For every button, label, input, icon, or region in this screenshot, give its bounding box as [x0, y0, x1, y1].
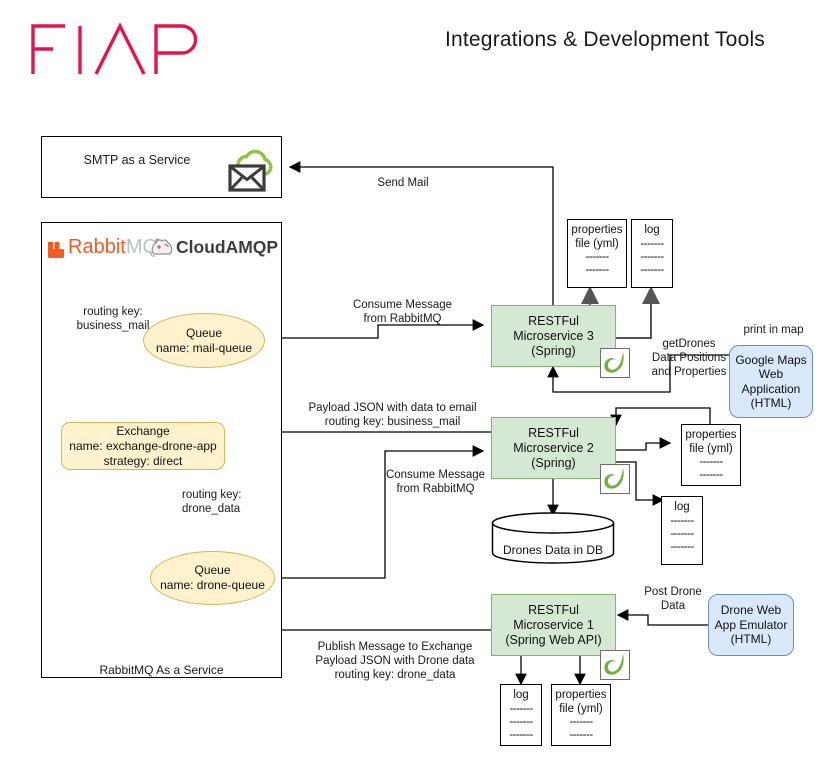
doc-dash: ------- — [509, 728, 533, 741]
ms1-line1: RESTFul — [528, 602, 579, 617]
doc-ms1-log-line1: log — [513, 689, 529, 701]
edge-label-get-drones: getDrones Data Positions and Properties — [651, 338, 727, 378]
rabbitmq-wordmark-primary: Rabbit — [68, 236, 126, 258]
ms1-line3: (Spring Web API) — [505, 632, 602, 647]
exchange-line2: name: exchange-drone-app — [69, 438, 217, 453]
doc-ms2-properties-line2: file (yml) — [689, 442, 733, 455]
drone-emulator-line3: (HTML) — [730, 632, 772, 647]
doc-ms1-properties-line2: file (yml) — [559, 702, 603, 715]
doc-ms1-properties: properties file (yml) ------- ------- — [551, 684, 611, 746]
ms2-line1: RESTFul — [528, 425, 579, 440]
doc-dash: ------- — [509, 702, 533, 715]
exchange-line3: strategy: direct — [103, 453, 183, 468]
ms3-line2: Microservice 3 — [513, 328, 594, 343]
cloudamqp-rabbit-icon — [150, 236, 176, 260]
doc-ms1-properties-line1: properties — [555, 689, 607, 701]
node-restful-microservice-2: RESTFul Microservice 2 (Spring) — [491, 417, 616, 479]
edge-label-post-drone-data: Post Drone Data — [644, 586, 702, 612]
ms3-line1: RESTFul — [528, 313, 579, 328]
doc-ms2-properties-line1: properties — [685, 429, 737, 441]
doc-ms1-log: log ------- ------- ------- — [500, 684, 542, 746]
edge-label-consume-ms2: Consume Message from RabbitMQ — [385, 469, 486, 495]
doc-dash: ------- — [640, 237, 664, 250]
doc-dash: ------- — [670, 540, 694, 553]
spring-leaf-icon — [600, 348, 630, 378]
google-maps-line4: (HTML) — [750, 396, 792, 410]
fiap-logo — [30, 22, 205, 77]
doc-dash: ------- — [699, 456, 723, 468]
exchange-line1: Exchange — [116, 423, 170, 438]
google-maps-line2: Web — [758, 367, 784, 381]
mail-queue-line2: name: mail-queue — [155, 340, 253, 355]
drone-emulator-line1: Drone Web — [720, 603, 782, 618]
smtp-service-box: SMTP as a Service — [41, 136, 282, 198]
edge-label-payload-email: Payload JSON with data to email routing … — [308, 402, 477, 428]
ms3-line3: (Spring) — [531, 343, 576, 358]
database-cylinder-icon — [491, 512, 615, 564]
google-maps-line3: Application — [741, 381, 801, 396]
doc-dash: ------- — [670, 514, 694, 527]
node-drones-database: Drones Data in DB — [491, 512, 615, 564]
node-drone-queue: Queue name: drone-queue — [150, 551, 275, 605]
doc-ms3-properties-line1: properties — [571, 224, 623, 236]
node-mail-queue: Queue name: mail-queue — [143, 313, 265, 368]
doc-dash: ------- — [569, 716, 593, 728]
node-google-maps-web-application: Google Maps Web Application (HTML) — [729, 345, 813, 418]
edge-label-send-mail: Send Mail — [377, 177, 429, 189]
ms2-line2: Microservice 2 — [513, 440, 594, 455]
doc-ms3-properties: properties file (yml) ------- ------- — [567, 219, 627, 288]
rabbitmq-wordmark-secondary: MQ — [125, 236, 159, 258]
fiap-logo-svg — [31, 22, 198, 75]
doc-dash: ------- — [640, 263, 664, 276]
edge-label-routing-key-drone-data: routing key: drone_data — [182, 489, 242, 515]
spring-leaf-icon — [600, 650, 630, 680]
doc-ms3-log: log ------- ------- ------- — [631, 219, 673, 288]
doc-ms3-properties-line2: file (yml) — [575, 237, 619, 250]
ms2-line3: (Spring) — [531, 455, 576, 470]
doc-dash: ------- — [585, 264, 609, 276]
doc-ms2-properties: properties file (yml) ------- ------- — [681, 424, 741, 486]
node-exchange: Exchange name: exchange-drone-app strate… — [61, 422, 225, 470]
doc-dash: ------- — [670, 527, 694, 540]
smtp-label: SMTP as a Service — [83, 153, 191, 167]
doc-dash: ------- — [699, 469, 723, 481]
node-restful-microservice-1: RESTFul Microservice 1 (Spring Web API) — [491, 594, 616, 656]
drone-queue-line1: Queue — [194, 563, 231, 577]
edge-label-consume-ms3: Consume Message from RabbitMQ — [352, 299, 453, 325]
doc-ms2-log: log ------- ------- ------- — [661, 496, 703, 565]
spring-leaf-icon — [600, 464, 630, 494]
mail-queue-line1: Queue — [185, 325, 223, 340]
edge-label-routing-key-business-mail: routing key: business_mail — [76, 306, 150, 332]
rabbitmq-container-label: RabbitMQ As a Service — [99, 663, 224, 677]
node-drone-web-app-emulator: Drone Web App Emulator (HTML) — [708, 594, 794, 656]
doc-dash: ------- — [640, 250, 664, 263]
edge-label-print-in-map: print in map — [743, 324, 804, 336]
cloudamqp-wordmark: CloudAMQP — [176, 237, 279, 257]
cloud-envelope-icon — [224, 143, 276, 195]
doc-ms3-log-line1: log — [644, 224, 660, 236]
edge-label-publish-message: Publish Message to Exchange Payload JSON… — [315, 641, 475, 681]
page-title: Integrations & Development Tools — [444, 28, 766, 51]
drone-emulator-line2: App Emulator — [714, 617, 788, 632]
doc-dash: ------- — [585, 251, 609, 263]
rabbitmq-logo — [48, 238, 158, 262]
doc-ms2-log-line1: log — [674, 501, 690, 513]
doc-dash: ------- — [509, 715, 533, 728]
rabbitmq-wordmark: RabbitMQ — [68, 236, 158, 259]
ms1-line2: Microservice 1 — [513, 617, 594, 632]
node-restful-microservice-3: RESTFul Microservice 3 (Spring) — [491, 305, 616, 367]
drone-queue-line2: name: drone-queue — [160, 578, 265, 592]
doc-dash: ------- — [569, 729, 593, 741]
database-label: Drones Data in DB — [502, 543, 604, 557]
google-maps-line1: Google Maps — [735, 352, 807, 367]
